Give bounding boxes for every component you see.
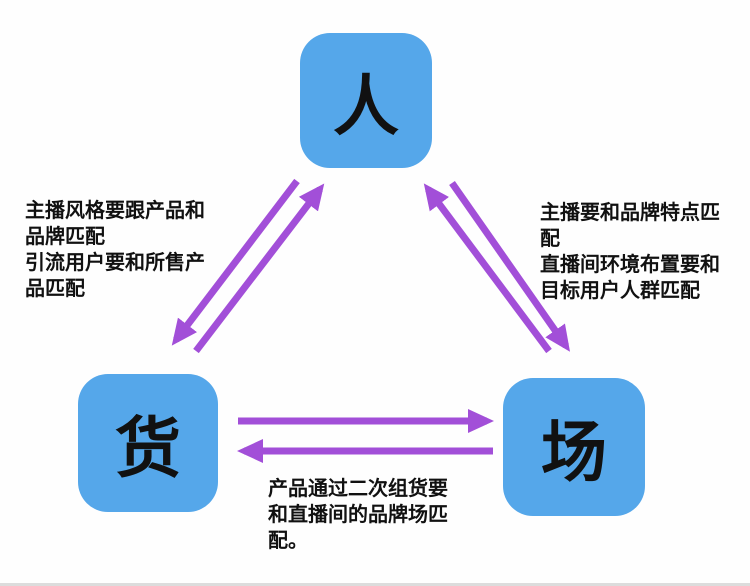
arrow-person-to-venue <box>449 180 571 352</box>
node-goods: 货 <box>78 374 218 512</box>
node-person: 人 <box>300 33 432 168</box>
node-venue: 场 <box>503 378 645 516</box>
node-person-label: 人 <box>333 68 399 143</box>
arrow-goods-to-person <box>193 183 325 354</box>
annotation-left-line1: 主播风格要跟产品和品牌匹配 <box>25 200 205 248</box>
arrow-person-to-goods <box>171 178 300 346</box>
arrow-venue-to-person <box>423 183 552 354</box>
annotation-right: 主播要和品牌特点匹配 直播间环境布置要和目标用户人群匹配 <box>540 200 732 304</box>
annotation-bottom-line1: 产品通过二次组货要和直播间的品牌场匹配。 <box>268 478 448 552</box>
annotation-right-line1: 主播要和品牌特点匹配 <box>540 202 720 250</box>
annotation-left: 主播风格要跟产品和品牌匹配 引流用户要和所售产品匹配 <box>25 198 215 302</box>
annotation-left-line2: 引流用户要和所售产品匹配 <box>25 252 205 300</box>
node-goods-label: 货 <box>115 411 181 485</box>
node-venue-label: 场 <box>541 415 607 489</box>
bottom-edge-line <box>0 583 750 586</box>
annotation-right-line2: 直播间环境布置要和目标用户人群匹配 <box>540 254 720 302</box>
annotation-bottom: 产品通过二次组货要和直播间的品牌场匹配。 <box>268 476 460 554</box>
